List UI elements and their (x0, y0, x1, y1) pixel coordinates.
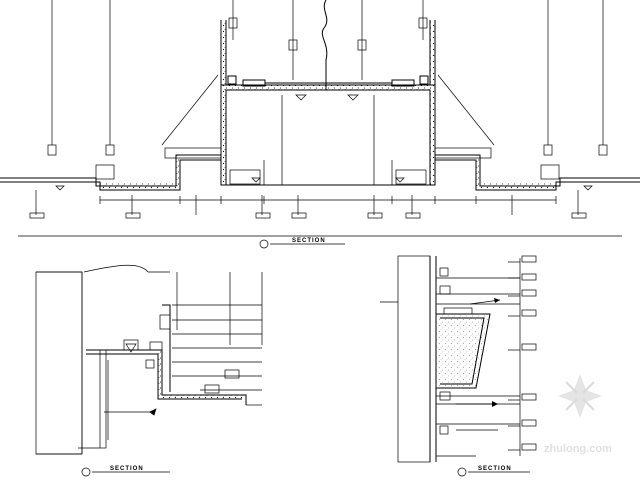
bottom-left-section: SECTION (35, 264, 263, 477)
watermark-logo: zhulong.com (544, 374, 612, 455)
bottom-right-section: SECTION (380, 255, 537, 477)
section-title-top: SECTION (292, 238, 326, 244)
section-label-bottom-right: SECTION (457, 466, 530, 477)
section-title-bottom-right: SECTION (478, 466, 512, 472)
section-title-bottom-left: SECTION (110, 466, 144, 472)
section-label-bottom-left: SECTION (81, 466, 170, 477)
top-section: SECTION (0, 0, 640, 249)
watermark-text: zhulong.com (544, 443, 612, 455)
section-label-top: SECTION (259, 238, 345, 249)
